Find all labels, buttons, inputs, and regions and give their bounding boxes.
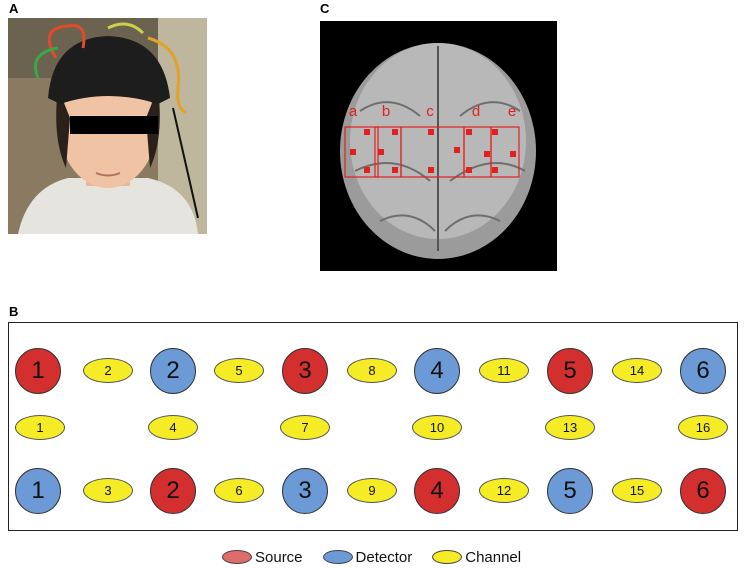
panel-label-c: C — [320, 1, 330, 16]
legend-channel: Channel — [432, 549, 521, 566]
channel-9: 9 — [347, 478, 397, 503]
channel-12: 12 — [479, 478, 529, 503]
source-swatch-icon — [222, 550, 252, 564]
channel-7: 7 — [280, 415, 330, 440]
region-label-e: e — [508, 103, 516, 120]
detector-6: 6 — [680, 348, 726, 394]
source-2: 2 — [150, 468, 196, 514]
source-4: 4 — [414, 468, 460, 514]
channel-2: 2 — [83, 358, 133, 383]
channel-10: 10 — [412, 415, 462, 440]
channel-swatch-icon — [432, 550, 463, 564]
brain-render: a b c d e — [320, 21, 557, 271]
channel-6: 6 — [214, 478, 264, 503]
legend-source: Source — [222, 549, 303, 566]
channel-1: 1 — [15, 415, 65, 440]
detector-swatch-icon — [322, 550, 353, 564]
legend-channel-label: Channel — [465, 548, 522, 566]
region-label-c: c — [426, 103, 434, 120]
region-label-d: d — [472, 103, 480, 120]
probe-layout-box: 1 2 2 5 3 8 4 11 5 14 6 1 4 7 10 13 16 1… — [8, 322, 738, 531]
source-1: 1 — [15, 348, 61, 394]
channel-15: 15 — [612, 478, 662, 503]
channel-3: 3 — [83, 478, 133, 503]
region-label-b: b — [382, 103, 390, 120]
panel-label-b: B — [9, 304, 19, 319]
channel-8: 8 — [347, 358, 397, 383]
panel-label-a: A — [9, 1, 19, 16]
subject-photo — [8, 18, 207, 234]
source-5: 5 — [547, 348, 593, 394]
detector-3: 3 — [282, 468, 328, 514]
channel-5: 5 — [214, 358, 264, 383]
channel-11: 11 — [479, 358, 529, 383]
legend-detector: Detector — [322, 548, 413, 566]
detector-2: 2 — [150, 348, 196, 394]
legend: Source Detector Channel — [222, 546, 541, 568]
channel-14: 14 — [612, 358, 662, 383]
detector-1: 1 — [15, 468, 61, 514]
detector-5: 5 — [547, 468, 593, 514]
detector-4: 4 — [414, 348, 460, 394]
legend-detector-label: Detector — [355, 548, 413, 566]
channel-4: 4 — [148, 415, 198, 440]
legend-source-label: Source — [255, 548, 303, 566]
channel-13: 13 — [545, 415, 595, 440]
region-label-a: a — [349, 103, 358, 120]
source-6: 6 — [680, 468, 726, 514]
channel-16: 16 — [678, 415, 728, 440]
source-3: 3 — [282, 348, 328, 394]
